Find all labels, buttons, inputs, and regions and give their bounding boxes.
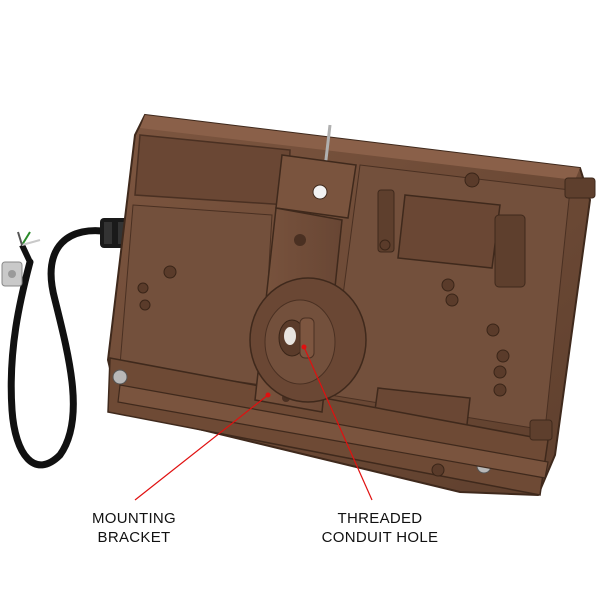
conduit-hole-leader-dot: [301, 344, 307, 350]
conduit-hole-label-line2: CONDUIT HOLE: [321, 529, 439, 546]
conduit-hole-label-line1: THREADED: [337, 510, 423, 527]
mounting-bracket-label-line1: MOUNTING: [91, 510, 177, 527]
conduit-hub: [249, 277, 367, 403]
mounting-bracket-callout: MOUNTING BRACKET: [64, 509, 204, 547]
conduit-hole-callout: THREADED CONDUIT HOLE: [300, 509, 460, 547]
mounting-bracket-leader-line: [134, 394, 269, 501]
ground-connector: [1, 261, 23, 287]
conduit-hole-leader-line: [303, 346, 373, 501]
power-cable: [7, 227, 114, 469]
mounting-bracket-label-line2: BRACKET: [97, 529, 171, 546]
housing-bosses: [137, 172, 510, 477]
mounting-bracket-leader-dot: [265, 392, 271, 398]
